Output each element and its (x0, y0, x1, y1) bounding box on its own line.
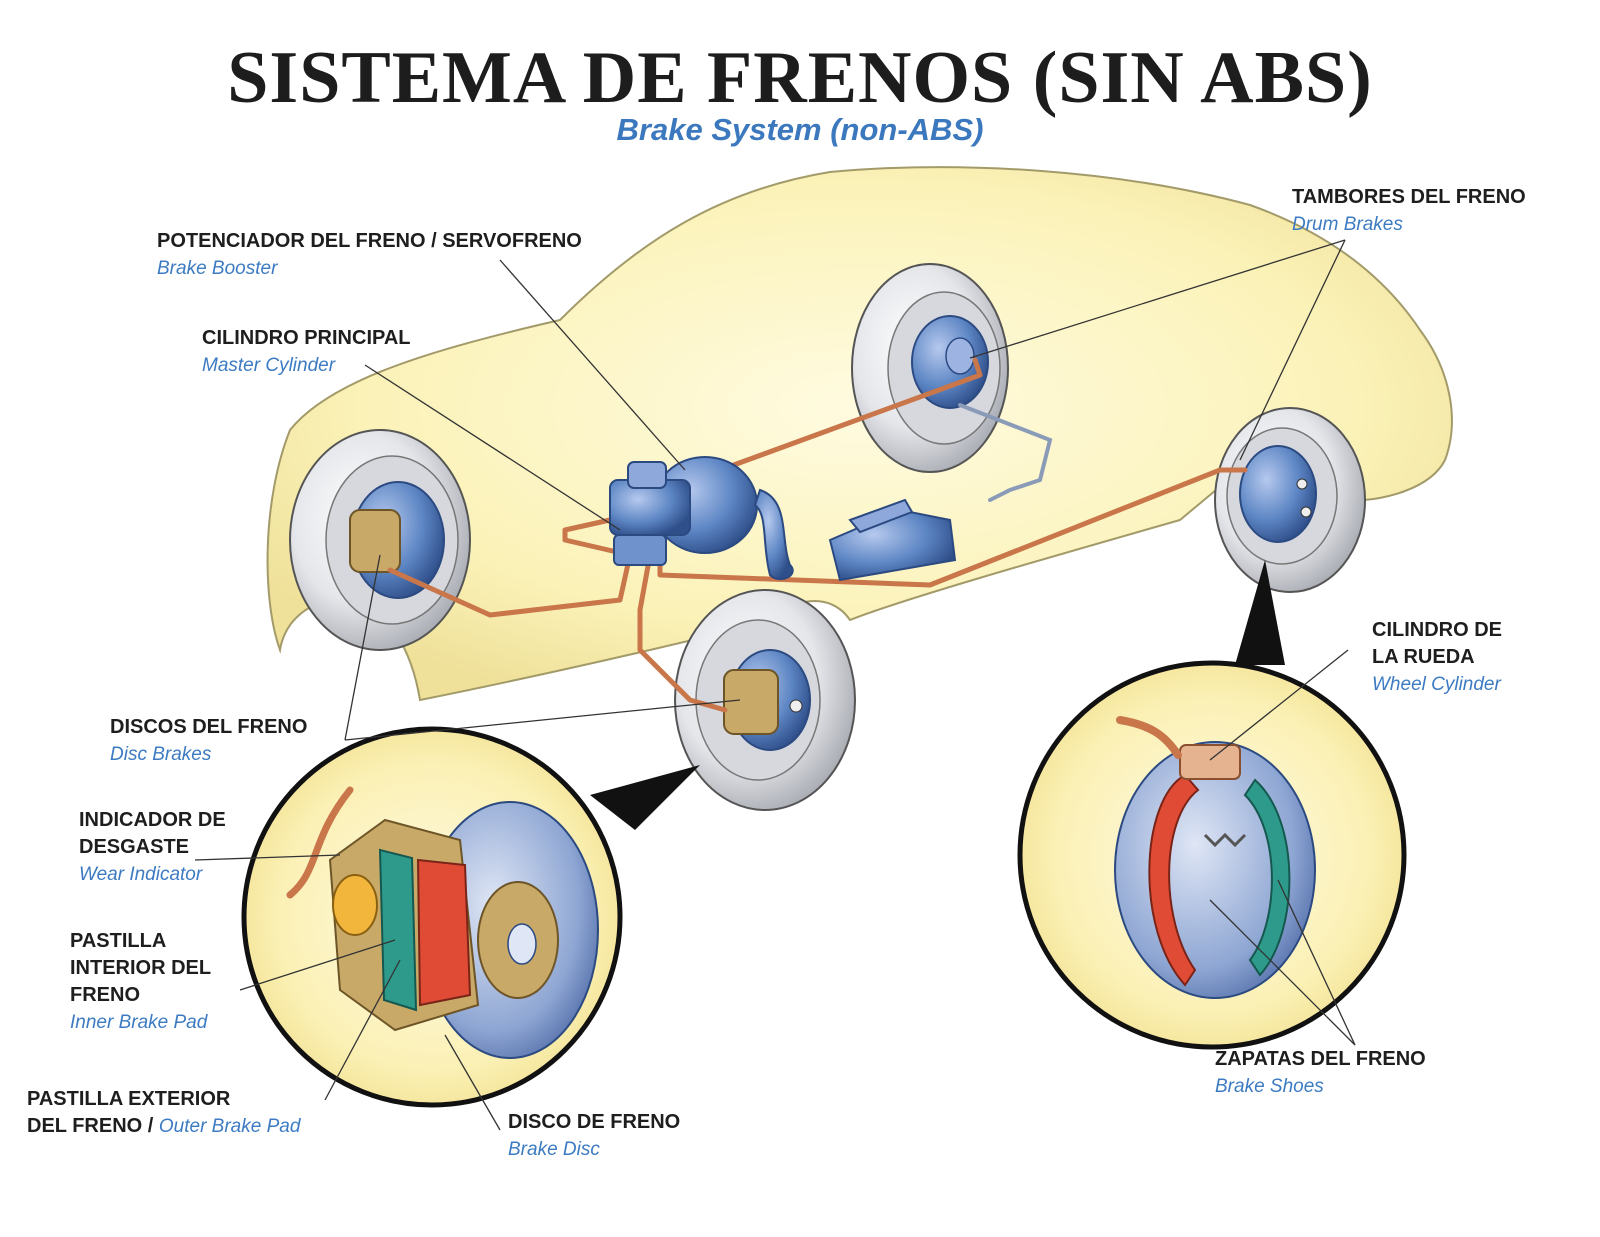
label-outer-pad-es-line2: DEL FRENO / (27, 1115, 154, 1137)
diagram-title: SISTEMA DE FRENOS (SIN ABS) (227, 37, 1373, 119)
label-master-cylinder-es: CILINDRO PRINCIPAL (202, 327, 411, 349)
label-inner-pad-en: Inner Brake Pad (70, 1012, 208, 1033)
label-brake-booster-es: POTENCIADOR DEL FRENO / SERVOFRENO (157, 230, 582, 252)
label-wheel-cylinder: CILINDRO DE LA RUEDA Wheel Cylinder (1372, 617, 1502, 698)
disc-brake-detail-circle (241, 726, 623, 1108)
leader-lines (194, 239, 1356, 1131)
label-brake-disc: DISCO DE FRENO Brake Disc (508, 1109, 680, 1163)
label-brake-disc-es: DISCO DE FRENO (508, 1111, 681, 1133)
zoom-pointer-drum (1235, 560, 1285, 665)
diagram-subtitle: Brake System (non-ABS) (616, 112, 984, 147)
label-drum-brakes-en: Drum Brakes (1292, 214, 1403, 235)
label-wheel-cylinder-en: Wheel Cylinder (1372, 674, 1501, 695)
front-left-wheel (289, 429, 471, 651)
label-brake-shoes: ZAPATAS DEL FRENO Brake Shoes (1215, 1046, 1426, 1100)
label-brake-booster: POTENCIADOR DEL FRENO / SERVOFRENO Brake… (157, 228, 582, 282)
label-wear-indicator: INDICADOR DE DESGASTE Wear Indicator (79, 807, 226, 888)
drum-brake-detail-circle (1017, 660, 1407, 1050)
label-disc-brakes-es: DISCOS DEL FRENO (110, 716, 308, 738)
label-wear-indicator-es-line1: INDICADOR DE (79, 809, 226, 831)
label-disc-brakes: DISCOS DEL FRENO Disc Brakes (110, 714, 307, 768)
label-wheel-cylinder-es-line1: CILINDRO DE (1372, 619, 1502, 641)
parking-brake-lever (828, 498, 957, 582)
label-drum-brakes-es: TAMBORES DEL FRENO (1292, 186, 1526, 208)
label-brake-booster-en: Brake Booster (157, 258, 278, 279)
zoom-pointer-disc (590, 765, 700, 830)
parking-brake-cable (958, 403, 1053, 502)
label-outer-pad-es-line1: PASTILLA EXTERIOR (27, 1088, 231, 1110)
label-wear-indicator-en: Wear Indicator (79, 864, 203, 885)
label-inner-brake-pad: PASTILLA INTERIOR DEL FRENO Inner Brake … (70, 928, 211, 1036)
label-disc-brakes-en: Disc Brakes (110, 744, 212, 765)
label-brake-shoes-en: Brake Shoes (1215, 1076, 1324, 1097)
brake-pedal (753, 488, 794, 581)
label-outer-brake-pad: PASTILLA EXTERIOR DEL FRENO / Outer Brak… (27, 1086, 300, 1140)
label-drum-brakes: TAMBORES DEL FRENO Drum Brakes (1292, 184, 1526, 238)
label-inner-pad-es-line2: INTERIOR DEL (70, 957, 212, 979)
label-master-cylinder: CILINDRO PRINCIPAL Master Cylinder (202, 325, 411, 379)
front-right-wheel (674, 589, 856, 811)
rear-left-wheel (851, 263, 1009, 473)
label-brake-disc-en: Brake Disc (508, 1139, 600, 1160)
rear-right-wheel (1214, 407, 1366, 593)
label-wheel-cylinder-es-line2: LA RUEDA (1372, 646, 1475, 668)
label-inner-pad-es-line3: FRENO (70, 984, 140, 1006)
label-outer-pad-en: Outer Brake Pad (158, 1116, 301, 1137)
label-brake-shoes-es: ZAPATAS DEL FRENO (1215, 1048, 1426, 1070)
label-master-cylinder-en: Master Cylinder (202, 355, 336, 376)
label-outer-pad-es-line2-wrap: DEL FRENO / Outer Brake Pad (27, 1113, 300, 1140)
label-wear-indicator-es-line2: DESGASTE (79, 836, 190, 858)
label-inner-pad-es-line1: PASTILLA (70, 930, 167, 952)
master-cylinder-booster-unit (609, 456, 758, 566)
